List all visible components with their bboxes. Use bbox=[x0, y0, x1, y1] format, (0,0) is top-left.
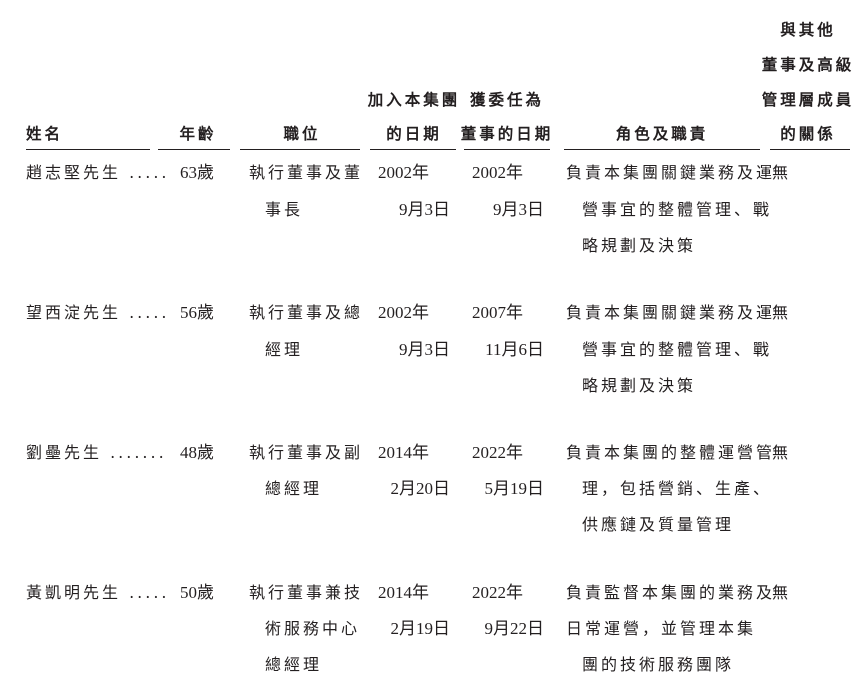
header-rule-join-date bbox=[370, 149, 456, 150]
header-relationship-line4: 的關係 bbox=[780, 124, 836, 143]
header-roles: 角色及職責 bbox=[615, 124, 709, 143]
director-name: 望西淀先生 ..... bbox=[26, 303, 170, 322]
director-position-line1: 執行董事及副 bbox=[249, 443, 364, 462]
appoint-date-day: 5月19日 bbox=[484, 479, 545, 498]
header-join-date-line1: 加入本集團 bbox=[367, 90, 461, 109]
director-name: 黃凱明先生 ..... bbox=[26, 583, 170, 602]
relationship-value: 無 bbox=[772, 303, 792, 322]
director-position-line3: 總經理 bbox=[265, 655, 323, 674]
roles-line3: 團的技術服務團隊 bbox=[582, 655, 735, 674]
roles-line2: 理，包括營銷、生產、 bbox=[582, 479, 773, 498]
join-date-day: 9月3日 bbox=[399, 200, 450, 219]
relationship-value: 無 bbox=[772, 163, 792, 182]
roles-line3: 略規劃及決策 bbox=[582, 236, 697, 255]
join-date-day: 9月3日 bbox=[399, 340, 450, 359]
join-date-year: 2002年 bbox=[378, 163, 429, 182]
header-relationship-line3: 管理層成員 bbox=[761, 90, 855, 109]
header-name: 姓名 bbox=[26, 124, 64, 143]
appoint-date-day: 9月3日 bbox=[493, 200, 544, 219]
header-rule-position bbox=[240, 149, 360, 150]
appoint-date-year: 2022年 bbox=[472, 443, 523, 462]
roles-line3: 略規劃及決策 bbox=[582, 376, 697, 395]
relationship-value: 無 bbox=[772, 583, 792, 602]
join-date-year: 2014年 bbox=[378, 583, 429, 602]
join-date-year: 2014年 bbox=[378, 443, 429, 462]
roles-line1: 負責本集團的整體運營管 bbox=[566, 443, 776, 462]
director-age: 48歲 bbox=[180, 443, 214, 462]
roles-line3: 供應鏈及質量管理 bbox=[582, 515, 735, 534]
director-position-line1: 執行董事及總 bbox=[249, 303, 364, 322]
appoint-date-year: 2007年 bbox=[472, 303, 523, 322]
director-age: 50歲 bbox=[180, 583, 214, 602]
director-position-line2: 術服務中心 bbox=[265, 619, 361, 638]
header-rule-appoint-date bbox=[464, 149, 550, 150]
header-join-date-line2: 的日期 bbox=[386, 124, 442, 143]
roles-line1: 負責本集團關鍵業務及運 bbox=[566, 163, 776, 182]
header-rule-roles bbox=[564, 149, 760, 150]
header-rule-relationship bbox=[770, 149, 850, 150]
roles-line1: 負責監督本集團的業務及 bbox=[566, 583, 776, 602]
relationship-value: 無 bbox=[772, 443, 792, 462]
join-date-year: 2002年 bbox=[378, 303, 429, 322]
director-position-line2: 總經理 bbox=[265, 479, 323, 498]
roles-line2: 營事宜的整體管理、戰 bbox=[582, 200, 773, 219]
header-position: 職位 bbox=[283, 124, 321, 143]
appoint-date-year: 2002年 bbox=[472, 163, 523, 182]
join-date-day: 2月19日 bbox=[390, 619, 451, 638]
director-position-line1: 執行董事及董 bbox=[249, 163, 364, 182]
header-appoint-date-line2: 董事的日期 bbox=[460, 124, 554, 143]
director-name: 趙志堅先生 ..... bbox=[26, 163, 170, 182]
director-position-line1: 執行董事兼技 bbox=[249, 583, 364, 602]
roles-line1: 負責本集團關鍵業務及運 bbox=[566, 303, 776, 322]
roles-line2: 日常運營，並管理本集 bbox=[566, 619, 757, 638]
director-age: 56歲 bbox=[180, 303, 214, 322]
appoint-date-day: 9月22日 bbox=[484, 619, 545, 638]
appoint-date-year: 2022年 bbox=[472, 583, 523, 602]
roles-line2: 營事宜的整體管理、戰 bbox=[582, 340, 773, 359]
header-relationship-line2: 董事及高級 bbox=[761, 55, 855, 74]
header-appoint-date-line1: 獲委任為 bbox=[469, 90, 545, 109]
director-age: 63歲 bbox=[180, 163, 214, 182]
join-date-day: 2月20日 bbox=[390, 479, 451, 498]
director-position-line2: 經理 bbox=[265, 340, 304, 359]
header-rule-age bbox=[158, 149, 230, 150]
director-name: 劉壘先生 ....... bbox=[26, 443, 167, 462]
appoint-date-day: 11月6日 bbox=[485, 340, 544, 359]
header-age: 年齡 bbox=[179, 124, 217, 143]
director-position-line2: 事長 bbox=[265, 200, 304, 219]
header-relationship-line1: 與其他 bbox=[780, 20, 836, 39]
header-rule-name bbox=[26, 149, 150, 150]
